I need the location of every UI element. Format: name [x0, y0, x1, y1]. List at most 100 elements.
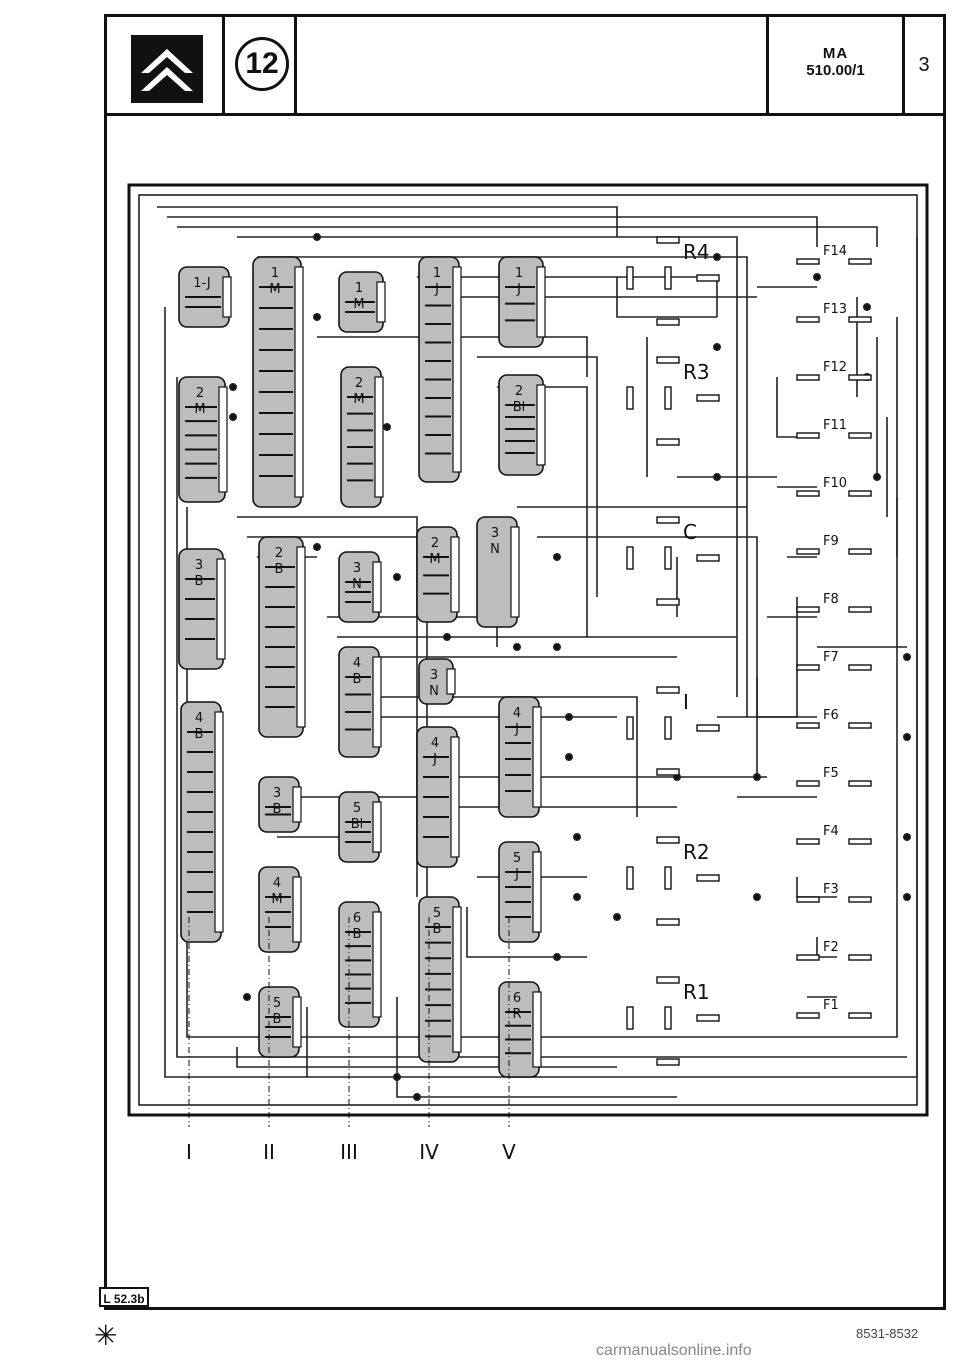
relay-R1: R1 — [626, 976, 720, 1066]
connector-label: 4 — [513, 706, 521, 721]
connector-4B-b: 4B — [180, 701, 224, 943]
relay-C: C — [626, 516, 720, 606]
ref-line1: MA — [822, 45, 849, 62]
connector-2B: 2B — [258, 536, 306, 738]
connector-1J: 1J — [498, 256, 546, 348]
connector-label: 3 — [195, 558, 203, 573]
connector-label: 4 — [273, 876, 281, 891]
connector-2M-a: 2M — [178, 376, 228, 503]
connector-label: 2 — [196, 386, 204, 401]
connector-label: 3 — [430, 668, 438, 683]
connector-label: 6 — [353, 911, 361, 926]
harness-III: III — [340, 917, 358, 1164]
connector-label: B — [195, 574, 204, 589]
title-block: 12 MA 510.00/1 3 — [107, 17, 943, 116]
connector-label: B — [273, 1012, 282, 1027]
fuse-F7: F7 — [796, 650, 872, 671]
relay-R2: R2 — [626, 836, 720, 926]
watermark: carmanualsonline.info — [596, 1342, 752, 1359]
harness-label: I — [186, 1140, 192, 1164]
connector-label: Bl — [513, 400, 526, 415]
connector-label: M — [353, 392, 364, 407]
fuse-label: F6 — [823, 708, 839, 723]
relay-label: R1 — [683, 980, 710, 1004]
reference-number: 8531-8532 — [856, 1326, 919, 1341]
connector-1M-big: 1M — [252, 256, 304, 508]
connector-3N-c: 3N — [418, 658, 456, 705]
fuse-label: F14 — [823, 244, 847, 259]
connector-label: B — [273, 802, 282, 817]
connector-label: B — [353, 672, 362, 687]
connector-5B-b: 5B — [258, 986, 302, 1058]
fuse-label: F13 — [823, 302, 847, 317]
connector-label: J — [514, 722, 519, 737]
connector-label: N — [490, 542, 500, 557]
connector-5Bl: 5Bl — [338, 791, 382, 863]
section-number: 12 — [235, 37, 289, 91]
connector-2Bl: 2Bl — [498, 374, 546, 476]
connector-label: J — [516, 282, 521, 297]
connector-label: 1 — [355, 281, 363, 296]
connector-label: N — [429, 684, 439, 699]
connector-label: 6 — [513, 991, 521, 1006]
relay-label: R2 — [683, 840, 710, 864]
connector-label: Bl — [351, 817, 364, 832]
fuse-F11: F11 — [796, 418, 872, 439]
harness-label: II — [263, 1140, 275, 1164]
fuse-F5: F5 — [796, 766, 872, 787]
harness-label: IV — [419, 1140, 439, 1164]
connector-label: 3 — [491, 526, 499, 541]
connector-3B-a: 3B — [178, 548, 226, 670]
connector-label: 5 — [513, 851, 521, 866]
connector-label: 5 — [353, 801, 361, 816]
fuse-F12: F12 — [796, 360, 872, 381]
harness-label: V — [502, 1140, 516, 1164]
harness-V: V — [502, 917, 516, 1164]
connector-label: 1 — [433, 266, 441, 281]
fuse-label: F1 — [823, 998, 839, 1013]
connector-label: 4 — [353, 656, 361, 671]
connector-label: M — [269, 282, 280, 297]
connector-3N-b: 3N — [476, 516, 520, 628]
fuse-F3: F3 — [796, 882, 872, 903]
connector-label: J — [514, 867, 519, 882]
connector-label: 2 — [355, 376, 363, 391]
connector-label: 1 — [271, 266, 279, 281]
fuse-label: F10 — [823, 476, 847, 491]
fuse-label: F9 — [823, 534, 839, 549]
relay-label: I — [683, 690, 689, 714]
relay-label: C — [683, 520, 697, 544]
connector-label: J — [434, 282, 439, 297]
reference-cell: MA 510.00/1 — [769, 17, 905, 113]
harness-II: II — [263, 917, 275, 1164]
fuse-label: F5 — [823, 766, 839, 781]
fuse-F4: F4 — [796, 824, 872, 845]
logo-cell — [107, 17, 225, 113]
connector-label: 3 — [273, 786, 281, 801]
relay-I: I — [626, 686, 720, 776]
connector-label: 1 — [515, 266, 523, 281]
connector-label: B — [275, 562, 284, 577]
connector-label: B — [433, 922, 442, 937]
connector-4J-b: 4J — [498, 696, 542, 818]
connector-5B-a: 5B — [418, 896, 462, 1063]
asterisk-icon: ✳ — [94, 1320, 118, 1351]
fuse-F6: F6 — [796, 708, 872, 729]
connector-label: N — [352, 577, 362, 592]
connector-label: R — [512, 1007, 521, 1022]
connector-6B: 6B — [338, 901, 382, 1028]
figure-code: L 52.3b — [99, 1287, 149, 1307]
harness-I: I — [186, 917, 192, 1164]
relay-label: R4 — [683, 240, 710, 264]
fuse-label: F7 — [823, 650, 839, 665]
diagram-frame — [127, 183, 929, 1117]
relay-R4: R4 — [626, 236, 720, 326]
citroen-logo-icon — [131, 35, 203, 103]
connector-1-J: 1-J — [178, 266, 232, 328]
connector-2M-c: 2M — [416, 526, 460, 623]
section-cell: 12 — [225, 17, 297, 113]
